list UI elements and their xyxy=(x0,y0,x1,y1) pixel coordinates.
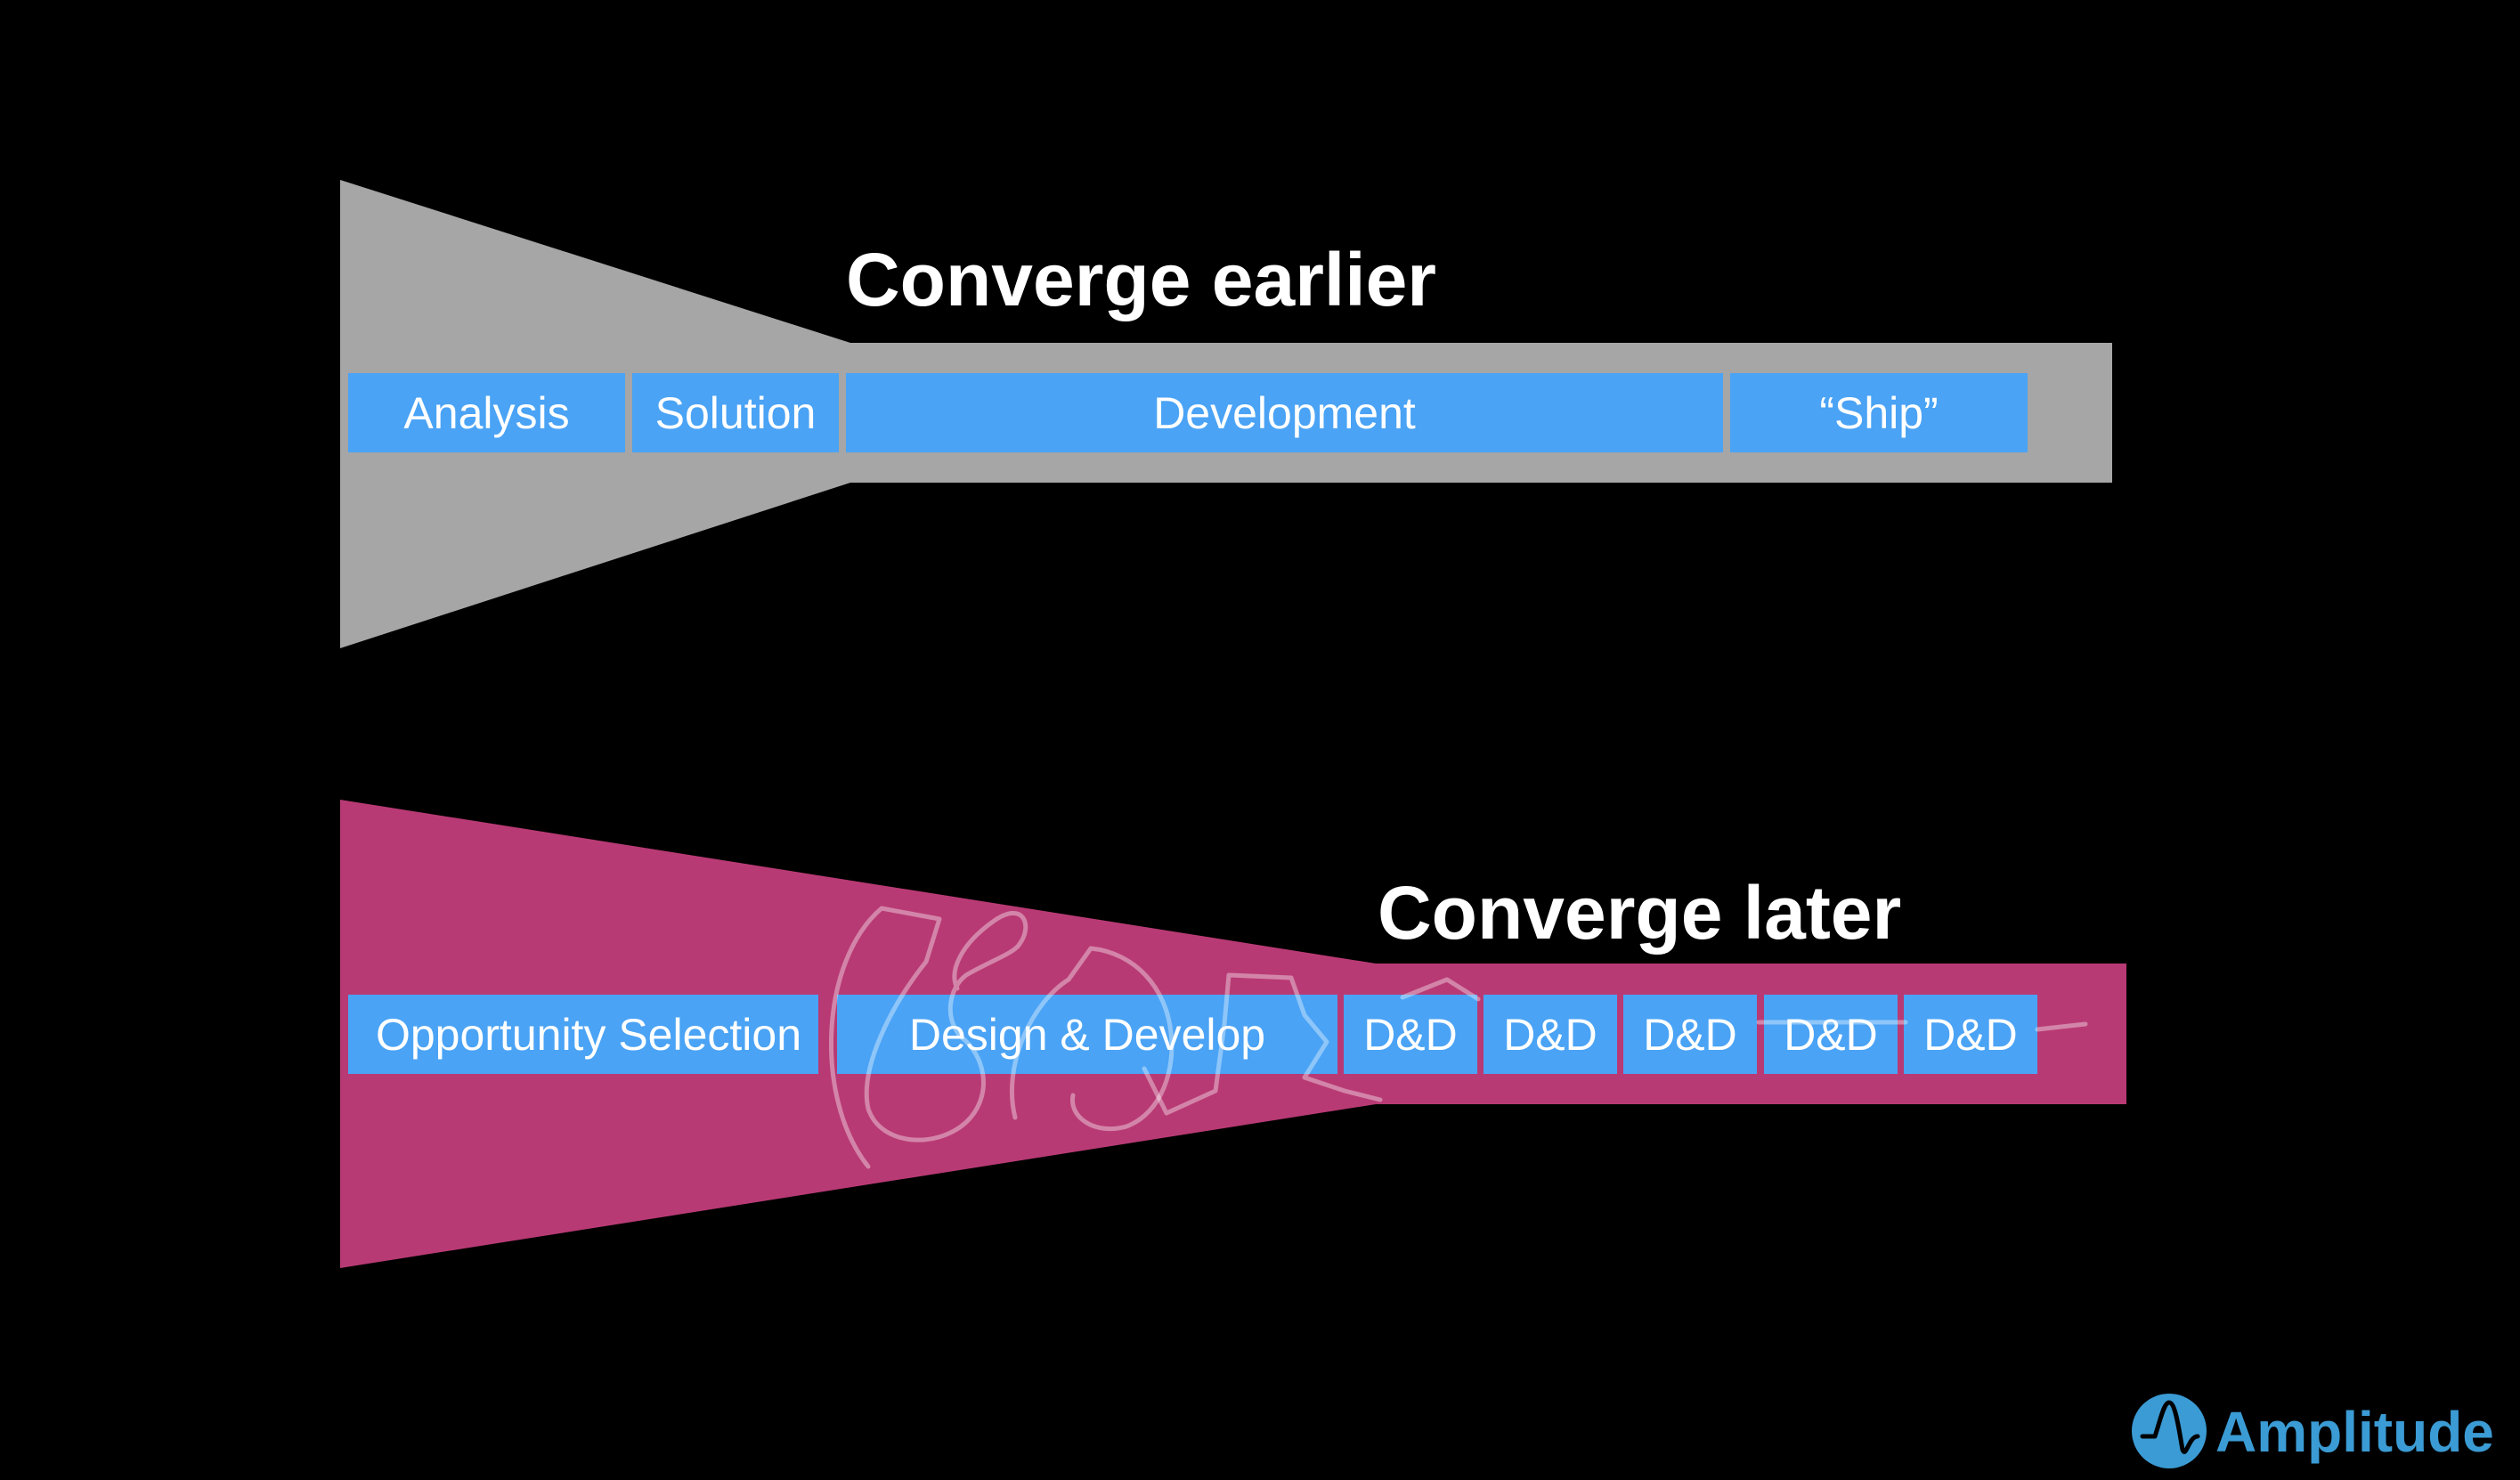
logo-wordmark: Amplitude xyxy=(2215,1400,2494,1464)
stage-label: D&D xyxy=(1503,1010,1597,1060)
funnel-converge-later: Converge later Opportunity Selection Des… xyxy=(340,800,2126,1268)
stage-label: D&D xyxy=(1784,1010,1878,1060)
stage-label: D&D xyxy=(1363,1010,1458,1060)
stage-box-design-develop: Design & Develop xyxy=(837,995,1337,1074)
stage-box-opportunity-selection: Opportunity Selection xyxy=(348,995,818,1074)
stage-box-dd-3: D&D xyxy=(1623,995,1757,1074)
amplitude-logo-icon xyxy=(2132,1394,2207,1468)
stage-label: D&D xyxy=(1923,1010,2018,1060)
stage-label: D&D xyxy=(1643,1010,1737,1060)
title-converge-earlier: Converge earlier xyxy=(846,238,1436,321)
title-converge-later: Converge later xyxy=(1378,871,1901,955)
funnel-converge-earlier: Converge earlier Analysis Solution Devel… xyxy=(340,180,2112,648)
stage-box-dd-4: D&D xyxy=(1764,995,1898,1074)
amplitude-logo: Amplitude xyxy=(2132,1394,2494,1468)
stage-box-dd-5: D&D xyxy=(1904,995,2037,1074)
stage-label: Development xyxy=(1153,388,1416,438)
stage-box-development: Development xyxy=(846,373,1723,452)
stage-box-dd-1: D&D xyxy=(1344,995,1477,1074)
exploration-squiggle xyxy=(828,906,2088,1169)
stage-label: “Ship” xyxy=(1819,388,1938,438)
stage-box-analysis: Analysis xyxy=(348,373,625,452)
stage-label: Design & Develop xyxy=(909,1010,1265,1060)
stage-label: Analysis xyxy=(403,388,569,438)
stage-box-solution: Solution xyxy=(632,373,839,452)
stage-box-ship: “Ship” xyxy=(1730,373,2028,452)
stage-label: Solution xyxy=(655,388,817,438)
stage-box-dd-2: D&D xyxy=(1484,995,1617,1074)
stage-label: Opportunity Selection xyxy=(376,1010,801,1060)
